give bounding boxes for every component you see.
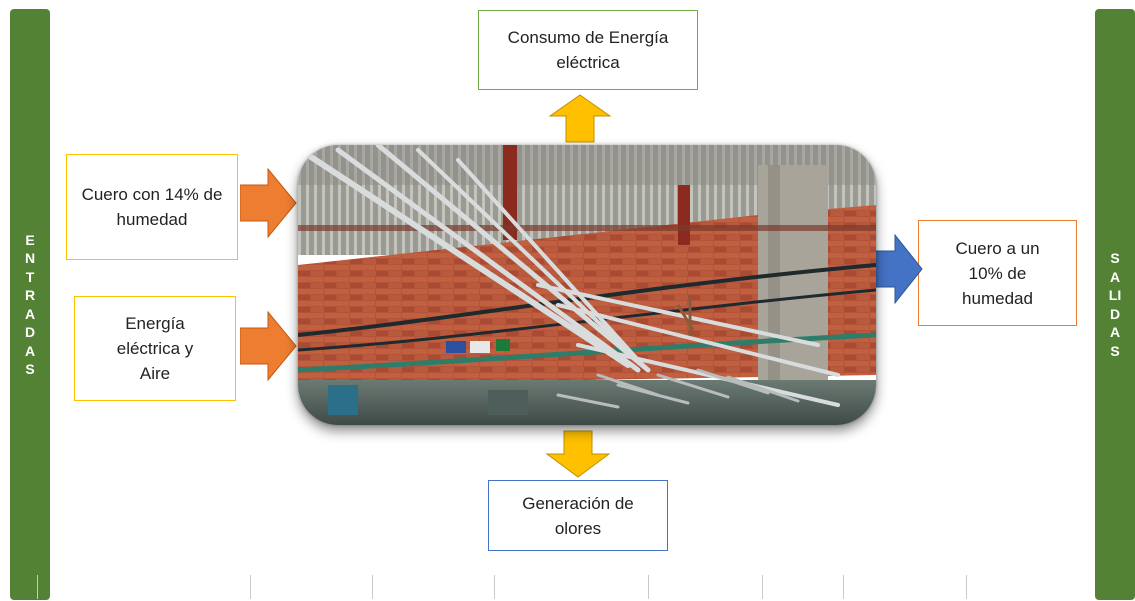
input-box-energy: Energía eléctrica y Aire <box>74 296 236 401</box>
entradas-bar: ENTRADAS <box>10 9 50 600</box>
output-leather-label: Cuero a un 10% de humedad <box>955 238 1040 308</box>
input-box-leather: Cuero con 14% de humedad <box>66 154 238 260</box>
down-arrow-icon <box>545 430 611 478</box>
grid-tick <box>843 575 844 599</box>
grid-tick <box>762 575 763 599</box>
grid-tick <box>250 575 251 599</box>
drying-machine-photo <box>298 145 876 425</box>
grid-tick <box>648 575 649 599</box>
output-box-leather: Cuero a un 10% de humedad <box>918 220 1077 326</box>
up-arrow-icon <box>548 94 612 143</box>
grid-tick <box>37 575 38 599</box>
output-energy-consumption-label: Consumo de Energía eléctrica <box>507 28 669 72</box>
right-arrow-icon <box>240 167 297 239</box>
right-arrow-icon <box>240 310 297 382</box>
input-leather-label: Cuero con 14% de humedad <box>81 185 223 229</box>
output-box-energy-consumption: Consumo de Energía eléctrica <box>478 10 698 90</box>
grid-tick <box>966 575 967 599</box>
right-arrow-icon <box>868 233 923 305</box>
entradas-label: ENTRADAS <box>24 231 36 378</box>
salidas-bar: SALIDAS <box>1095 9 1135 600</box>
output-odors-label: Generación de olores <box>522 493 634 538</box>
salidas-label: SALIDAS <box>1108 250 1122 359</box>
input-energy-label: Energía eléctrica y Aire <box>116 314 194 383</box>
grid-tick <box>494 575 495 599</box>
grid-tick <box>372 575 373 599</box>
output-box-odors: Generación de olores <box>488 480 668 551</box>
